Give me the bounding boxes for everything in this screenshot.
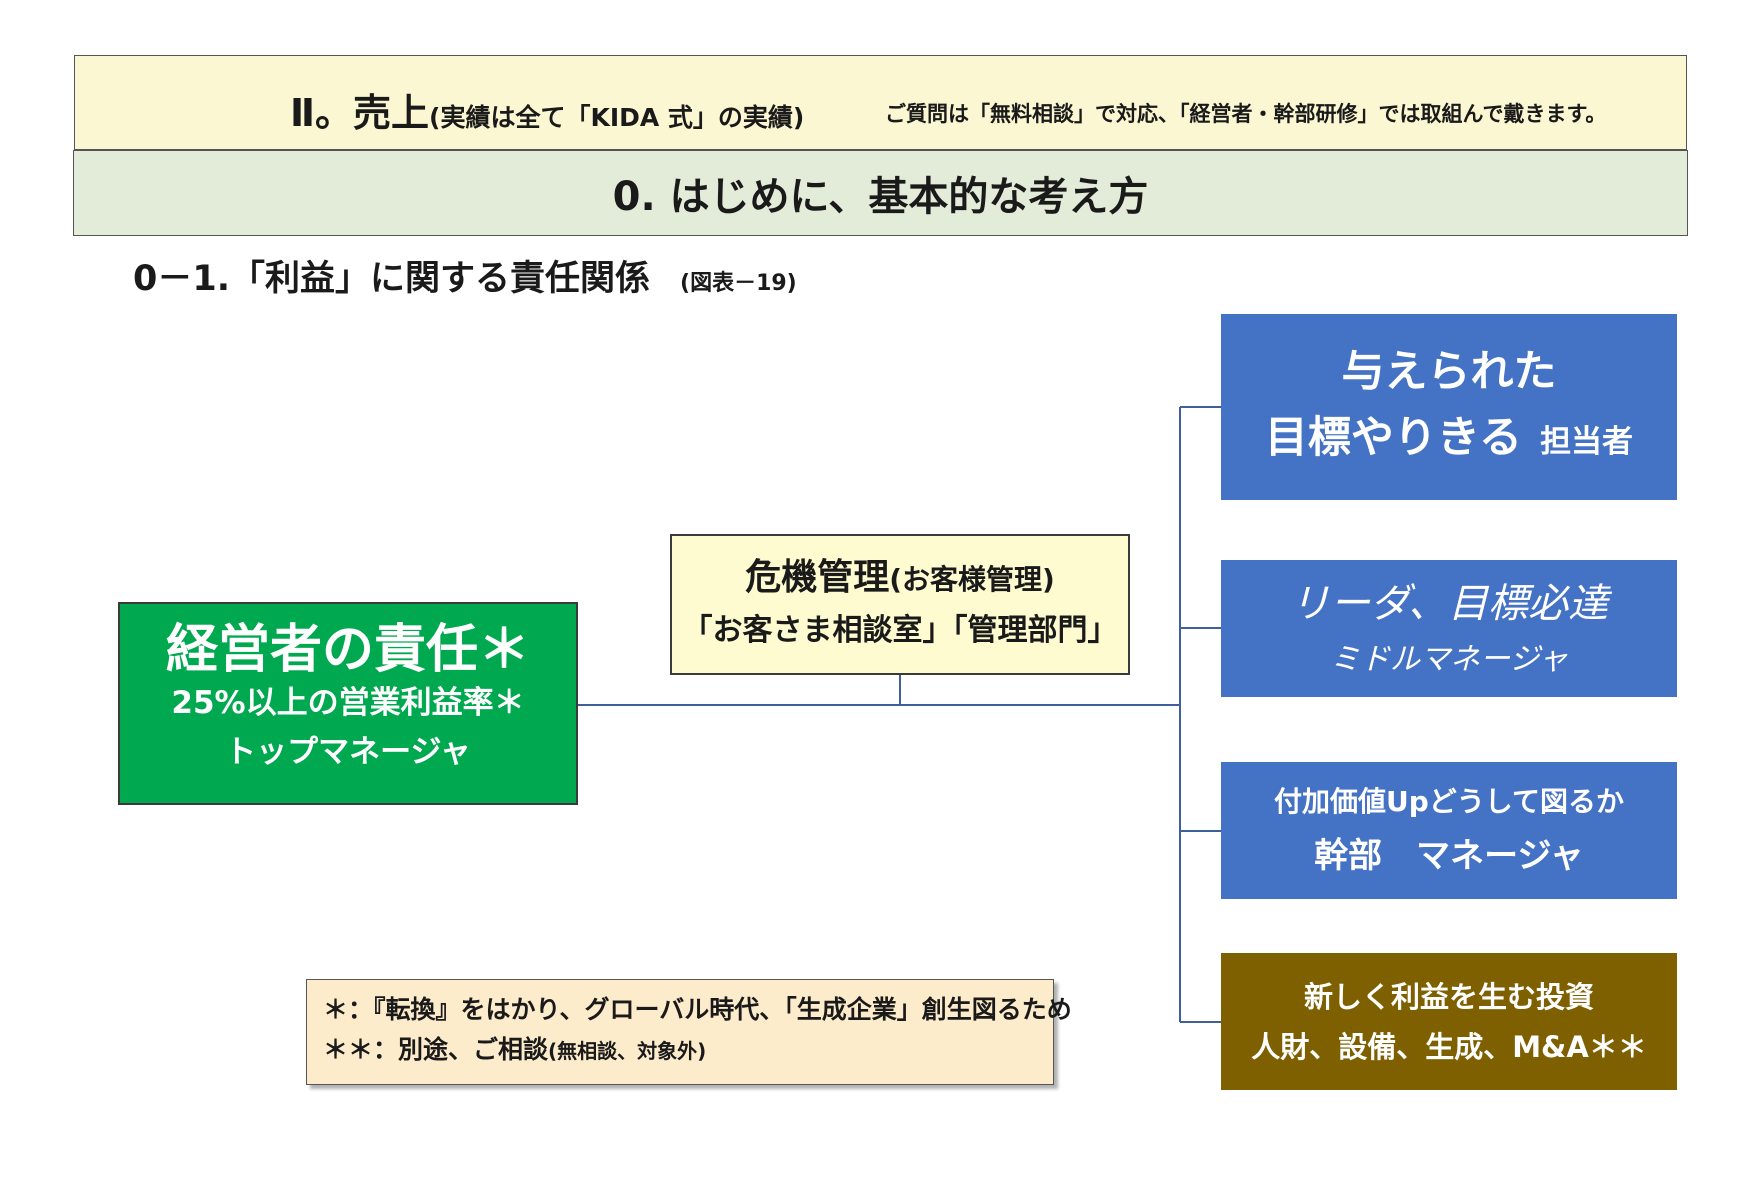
crisis-title-main: 危機管理 xyxy=(745,557,890,598)
header-title-main: Ⅱ。売上 xyxy=(290,91,430,135)
executive-profit-target: 25%以上の営業利益率＊ xyxy=(171,685,525,721)
crisis-management-box: 危機管理(お客様管理) 「お客さま相談室」「管理部門」 xyxy=(670,534,1130,675)
footnote-line2-paren: (無相談、対象外) xyxy=(548,1039,707,1063)
executive-title: 経営者の責任＊ xyxy=(165,620,530,680)
staff-role: 担当者 xyxy=(1540,424,1634,460)
staff-box: 与えられた 目標やりきる担当者 xyxy=(1221,314,1677,500)
investment-line2: 人財、設備、生成、M&A＊＊ xyxy=(1251,1029,1647,1064)
investment-line1: 新しく利益を生む投資 xyxy=(1303,979,1594,1014)
staff-goal: 目標やりきる xyxy=(1264,413,1523,463)
crisis-title-paren: (お客様管理) xyxy=(889,563,1055,596)
crisis-title: 危機管理(お客様管理) xyxy=(672,552,1128,606)
header-subtitle: (実績は全て「KIDA 式」の実績) xyxy=(429,103,805,132)
leader-box: リーダ、目標必達 ミドルマネージャ xyxy=(1221,560,1677,697)
staff-line1: 与えられた xyxy=(1341,347,1557,397)
manager-role: 幹部 マネージャ xyxy=(1314,835,1584,876)
footnote-box: ＊：『転換』をはかり、グローバル時代、「生成企業」創生図るため ＊＊：別途、ご相… xyxy=(306,979,1072,1085)
leader-role: ミドルマネージャ xyxy=(1330,641,1568,677)
figure-reference: (図表－19) xyxy=(680,271,797,296)
executive-responsibility-box: 経営者の責任＊ 25%以上の営業利益率＊ トップマネージャ xyxy=(118,602,578,805)
header-title: Ⅱ。売上(実績は全て「KIDA 式」の実績) xyxy=(290,82,804,137)
leader-line1: リーダ、目標必達 xyxy=(1290,580,1608,627)
crisis-departments: 「お客さま相談室」「管理部門」 xyxy=(682,613,1118,648)
header-note: ご質問は「無料相談」で対応、「経営者・幹部研修」では取組んで戴きます。 xyxy=(885,102,1607,126)
header-banner: Ⅱ。売上(実績は全て「KIDA 式」の実績) ご質問は「無料相談」で対応、「経営… xyxy=(74,55,1687,150)
staff-line2: 目標やりきる担当者 xyxy=(1221,405,1677,475)
executive-role: トップマネージャ xyxy=(225,734,471,770)
footnote-line2-main: ＊＊：別途、ご相談 xyxy=(323,1035,549,1064)
subsection-title: 0－1.「利益」に関する責任関係 (図表－19) xyxy=(133,250,797,301)
manager-box: 付加価値Upどうして図るか 幹部 マネージャ xyxy=(1221,762,1677,899)
investment-box: 新しく利益を生む投資 人財、設備、生成、M&A＊＊ xyxy=(1221,953,1677,1090)
subsection-title-text: 0－1.「利益」に関する責任関係 xyxy=(133,259,651,299)
section-title: 0. はじめに、基本的な考え方 xyxy=(73,150,1688,236)
footnote-line1: ＊：『転換』をはかり、グローバル時代、「生成企業」創生図るため xyxy=(323,995,1072,1024)
manager-line1: 付加価値Upどうして図るか xyxy=(1274,784,1624,818)
footnote-line2: ＊＊：別途、ご相談(無相談、対象外) xyxy=(323,1030,1053,1071)
